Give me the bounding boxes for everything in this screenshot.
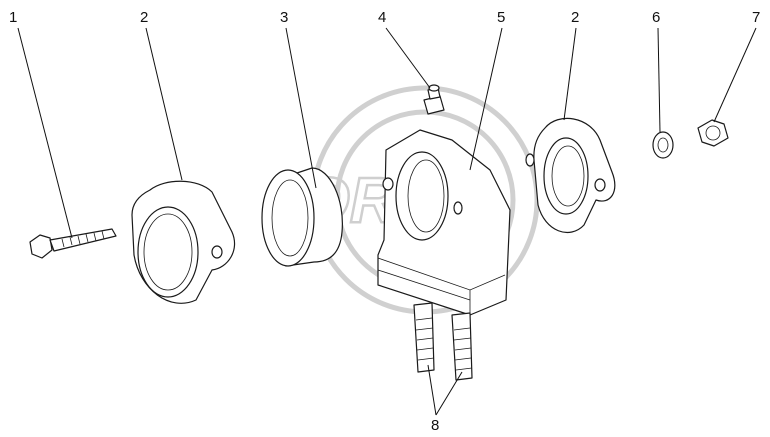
part-bushing <box>261 167 343 267</box>
callout-7: 7 <box>752 9 760 26</box>
part-bolt <box>29 228 117 259</box>
leader-3 <box>285 27 317 189</box>
leader-4 <box>385 27 431 89</box>
part-flange-left <box>131 180 236 304</box>
callout-8: 8 <box>431 417 439 434</box>
part-flange-right <box>525 117 616 234</box>
leader-7 <box>713 27 757 123</box>
callout-5: 5 <box>497 9 505 26</box>
leader-2b <box>563 27 577 121</box>
leader-2a <box>145 27 183 181</box>
leader-lines <box>17 27 757 416</box>
callout-4: 4 <box>378 9 386 26</box>
leader-1 <box>17 27 73 239</box>
part-lock-washer <box>652 131 674 159</box>
callout-6: 6 <box>652 9 660 26</box>
leader-8a <box>427 364 437 416</box>
part-nut <box>697 119 729 147</box>
leader-5 <box>469 27 503 171</box>
leader-8b <box>435 371 463 416</box>
callout-labels: 1 2 3 4 5 2 6 7 8 <box>9 9 760 434</box>
callout-1: 1 <box>9 9 17 26</box>
callout-2a: 2 <box>140 9 148 26</box>
callout-2b: 2 <box>571 9 579 26</box>
part-grease-fitting <box>423 84 445 115</box>
part-studs <box>413 302 473 381</box>
callout-3: 3 <box>280 9 288 26</box>
part-bracket <box>377 129 511 316</box>
leader-6 <box>657 27 661 133</box>
